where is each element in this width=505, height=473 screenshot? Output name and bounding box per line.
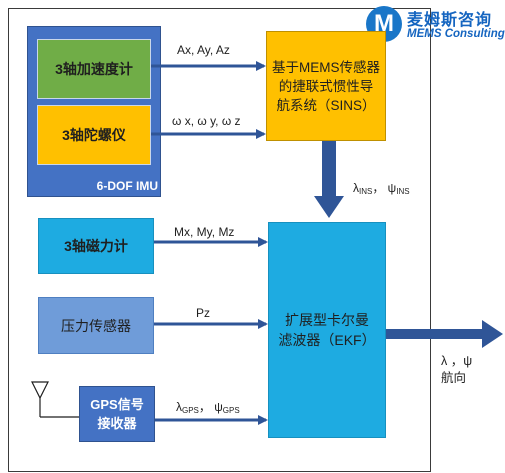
ekf-label-line1: 扩展型卡尔曼 — [284, 312, 369, 328]
ekf-label-line2: 滤波器（EKF） — [278, 332, 376, 348]
gps-lambda: λ — [176, 400, 182, 414]
ekf-box: 扩展型卡尔曼 滤波器（EKF） — [268, 222, 386, 438]
pressure-sensor-label: 压力传感器 — [61, 317, 131, 334]
signal-gps-label: λGPS， ψGPS — [176, 398, 240, 415]
magnetometer-label: 3轴磁力计 — [64, 238, 128, 254]
gyroscope-label: 3轴陀螺仪 — [62, 127, 126, 143]
imu-label: 6-DOF IMU — [96, 179, 158, 193]
output-label: λ ，ψ 航向 — [441, 353, 472, 387]
accelerometer-box: 3轴加速度计 — [37, 39, 151, 99]
sins-label-line2: 的捷联式惯性导 — [278, 78, 374, 94]
sins-label-line1: 基于MEMS传感器 — [272, 59, 380, 75]
signal-gyro-label: ω x, ω y, ω z — [172, 114, 241, 128]
signal-sins-out-label: λINS， ψINS — [353, 179, 410, 196]
signal-acc-label: Ax, Ay, Az — [177, 43, 230, 57]
gps-receiver-box: GPS信号 接收器 — [79, 386, 155, 442]
gps-label-line1: GPS信号 — [90, 397, 144, 412]
gps-lambda-sub: GPS — [182, 406, 199, 415]
gps-label-line2: 接收器 — [97, 416, 137, 431]
sins-out-lambda: λ — [353, 181, 359, 195]
antenna-icon — [31, 381, 79, 418]
accelerometer-label: 3轴加速度计 — [55, 61, 133, 77]
gps-psi-sub: GPS — [222, 406, 240, 415]
arrow-ekf-output — [386, 320, 503, 348]
sins-out-sep: ， ψ — [372, 181, 397, 195]
sins-out-psi-sub: INS — [396, 187, 410, 196]
logo-mark: M — [374, 10, 394, 37]
sins-label-line3: 航系统（SINS） — [276, 97, 376, 113]
signal-mag-label: Mx, My, Mz — [174, 225, 235, 239]
pressure-sensor-box: 压力传感器 — [38, 297, 154, 354]
magnetometer-box: 3轴磁力计 — [38, 218, 154, 274]
diagram-frame — [8, 8, 431, 472]
gyroscope-box: 3轴陀螺仪 — [37, 105, 151, 165]
sins-box: 基于MEMS传感器 的捷联式惯性导 航系统（SINS） — [266, 31, 386, 141]
output-label-line1: λ ，ψ — [441, 354, 473, 368]
logo-name-cn: 麦姆斯咨询 — [407, 12, 493, 29]
signal-pressure-label: Pz — [196, 306, 211, 320]
sins-out-lambda-sub: INS — [359, 187, 373, 196]
arrow-sins-to-ekf — [314, 141, 344, 218]
logo-name-en: MEMS Consulting — [407, 28, 505, 40]
output-label-line2: 航向 — [441, 371, 467, 385]
gps-sep: ， ψ — [198, 400, 223, 414]
